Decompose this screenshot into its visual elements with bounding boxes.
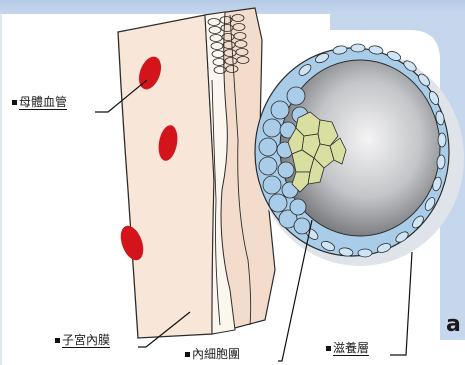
leader-trophoblast [390,252,412,355]
label-trophoblast: 滋養層 [326,341,369,355]
left-divider [0,14,2,365]
cropped-edge-letter: a [446,312,461,337]
label-endometrium: 子宮內膜 [55,333,110,347]
label-maternal-vessel: 母體血管 [12,95,67,109]
label-inner-cell-mass: 內細胞團 [185,347,240,361]
endometrium [116,8,275,338]
blastocyst [255,44,464,266]
